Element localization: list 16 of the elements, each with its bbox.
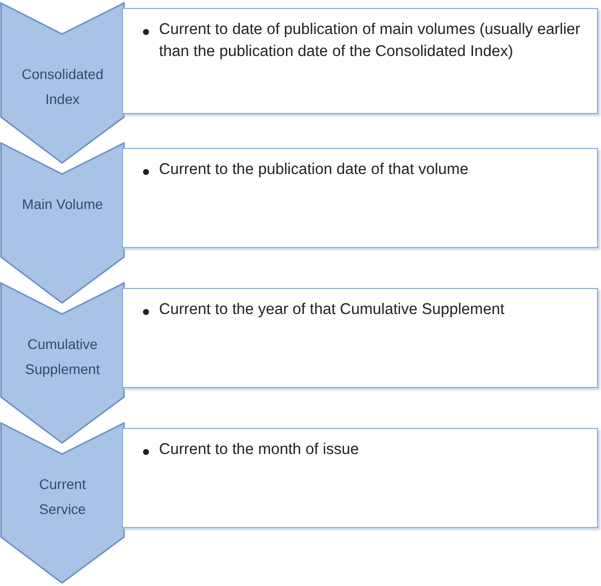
stage-banner [0, 2, 125, 164]
stage-label: Cumulative Supplement [24, 335, 101, 379]
bullet-text: Current to the month of issue [159, 440, 360, 460]
description-box [122, 428, 598, 528]
description-box [122, 8, 598, 114]
stage-label: Consolidated Index [20, 65, 104, 109]
bullet-text: Current to the publication date of that volume [159, 160, 470, 180]
stage-banner [0, 282, 125, 444]
stage-label: Main Volume [21, 195, 104, 214]
bullet-text: Current to date of publication of main volumes (usually earlier than the publication date of the Consolidated Index) [159, 20, 582, 62]
stage-label: Current Service [38, 475, 87, 519]
stage-banner [0, 142, 125, 304]
description-box [122, 148, 598, 248]
bullet-text: Current to the year of that Cumulative Supplement [159, 300, 506, 320]
stage-banner [0, 422, 125, 584]
description-box [122, 288, 598, 388]
